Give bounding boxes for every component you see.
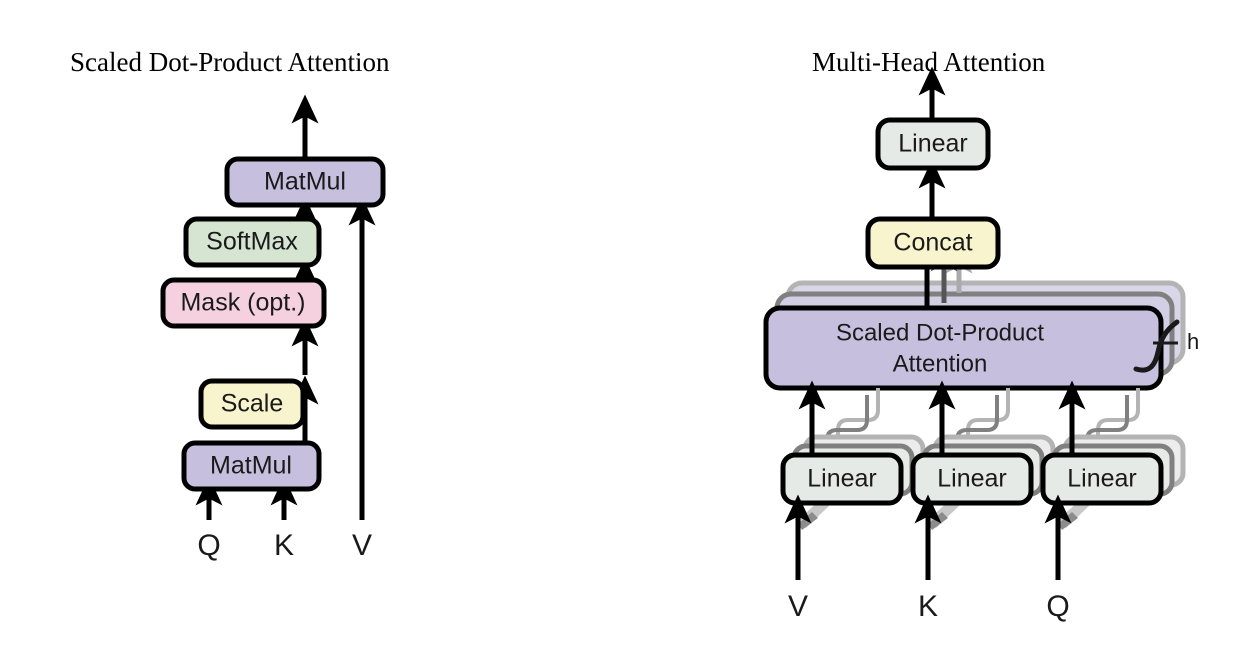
block-mask-rect	[160, 277, 327, 329]
block-scale-rect	[198, 378, 306, 430]
block-scale[interactable]: Scale	[198, 378, 306, 430]
block-attention-label-line1: Scaled Dot-Product	[836, 319, 1044, 346]
block-linear-k-rect	[910, 452, 1034, 506]
block-matmul-bottom-label: MatMul	[210, 452, 292, 480]
input-label-k-right: K	[918, 590, 938, 623]
input-label-q-right: Q	[1046, 590, 1069, 623]
block-softmax-label: SoftMax	[206, 228, 298, 256]
block-linear-k[interactable]: Linear	[910, 452, 1034, 506]
heads-count-label: h	[1187, 329, 1199, 354]
block-linear-output[interactable]: Linear	[875, 117, 991, 171]
block-linear-v-label: Linear	[807, 465, 877, 493]
block-scaled-dot-product-attention[interactable]: Scaled Dot-Product Attention	[763, 305, 1164, 391]
block-linear-q[interactable]: Linear	[1040, 452, 1164, 506]
block-softmax[interactable]: SoftMax	[183, 216, 322, 268]
block-scale-label: Scale	[221, 390, 284, 418]
block-linear-q-rect	[1040, 452, 1164, 506]
block-matmul-top[interactable]: MatMul	[224, 156, 386, 208]
block-linear-v-rect	[780, 452, 904, 506]
block-linear-v[interactable]: Linear	[780, 452, 904, 506]
block-matmul-top-rect	[224, 156, 386, 208]
block-linear-k-label: Linear	[937, 465, 1007, 493]
input-label-q: Q	[197, 529, 220, 562]
block-mask[interactable]: Mask (opt.)	[160, 277, 327, 329]
input-label-v: V	[352, 529, 372, 562]
block-attention-label-line2: Attention	[893, 350, 988, 377]
block-mask-label: Mask (opt.)	[180, 289, 305, 317]
block-softmax-rect	[183, 216, 322, 268]
input-label-v-right: V	[788, 590, 808, 623]
block-concat-label: Concat	[893, 229, 972, 257]
input-label-k: K	[274, 529, 294, 562]
block-matmul-bottom[interactable]: MatMul	[181, 440, 322, 492]
panel-title-scaled-dot-product: Scaled Dot-Product Attention	[70, 47, 390, 77]
left-panel-group: MatMul SoftMax Mask (opt.) Scale MatMul …	[160, 94, 386, 562]
block-concat-rect	[865, 216, 1001, 270]
block-linear-output-label: Linear	[898, 130, 968, 158]
block-matmul-top-label: MatMul	[264, 168, 346, 196]
block-concat[interactable]: Concat	[865, 216, 1001, 270]
heads-brace	[1133, 319, 1180, 373]
block-linear-output-rect	[875, 117, 991, 171]
block-matmul-bottom-rect	[181, 440, 322, 492]
block-linear-q-label: Linear	[1067, 465, 1137, 493]
right-panel-group: Scaled Dot-Product Attention h	[763, 66, 1199, 623]
